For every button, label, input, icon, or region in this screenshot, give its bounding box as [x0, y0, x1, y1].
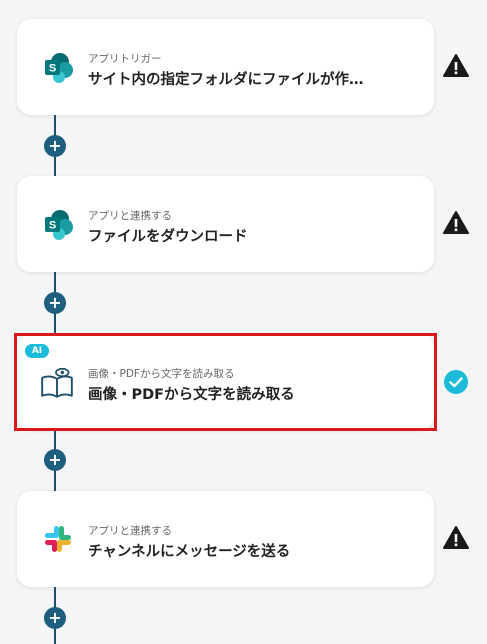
- flow-step-card[interactable]: S アプリトリガー サイト内の指定フォルダにファイルが作…: [17, 19, 434, 115]
- svg-text:S: S: [49, 220, 56, 232]
- step-title: 画像・PDFから文字を読み取る: [88, 387, 295, 403]
- step-subtitle: アプリと連携する: [88, 525, 172, 537]
- step-title: チャンネルにメッセージを送る: [88, 544, 291, 560]
- warning-icon[interactable]: [443, 53, 469, 79]
- step-subtitle: 画像・PDFから文字を読み取る: [88, 368, 235, 380]
- step-subtitle: アプリトリガー: [88, 53, 162, 65]
- flow-step-card[interactable]: 画像・PDFから文字を読み取る 画像・PDFから文字を読み取る: [17, 334, 434, 430]
- add-step-button[interactable]: +: [44, 607, 66, 629]
- warning-icon[interactable]: [443, 525, 469, 551]
- add-step-button[interactable]: +: [44, 135, 66, 157]
- sharepoint-icon: S: [45, 210, 73, 240]
- flow-step-card[interactable]: アプリと連携する チャンネルにメッセージを送る: [17, 491, 434, 587]
- check-icon[interactable]: [443, 369, 469, 395]
- ocr-book-icon: [41, 367, 73, 398]
- warning-icon[interactable]: [443, 210, 469, 236]
- flow-step-card[interactable]: S アプリと連携する ファイルをダウンロード: [17, 176, 434, 272]
- slack-icon: [45, 526, 71, 552]
- add-step-button[interactable]: +: [44, 292, 66, 314]
- add-step-button[interactable]: +: [44, 449, 66, 471]
- step-subtitle: アプリと連携する: [88, 210, 172, 222]
- step-title: ファイルをダウンロード: [88, 229, 248, 245]
- svg-text:S: S: [49, 63, 56, 75]
- ai-badge: AI: [25, 344, 49, 358]
- step-title: サイト内の指定フォルダにファイルが作…: [88, 72, 364, 88]
- sharepoint-icon: S: [45, 53, 73, 83]
